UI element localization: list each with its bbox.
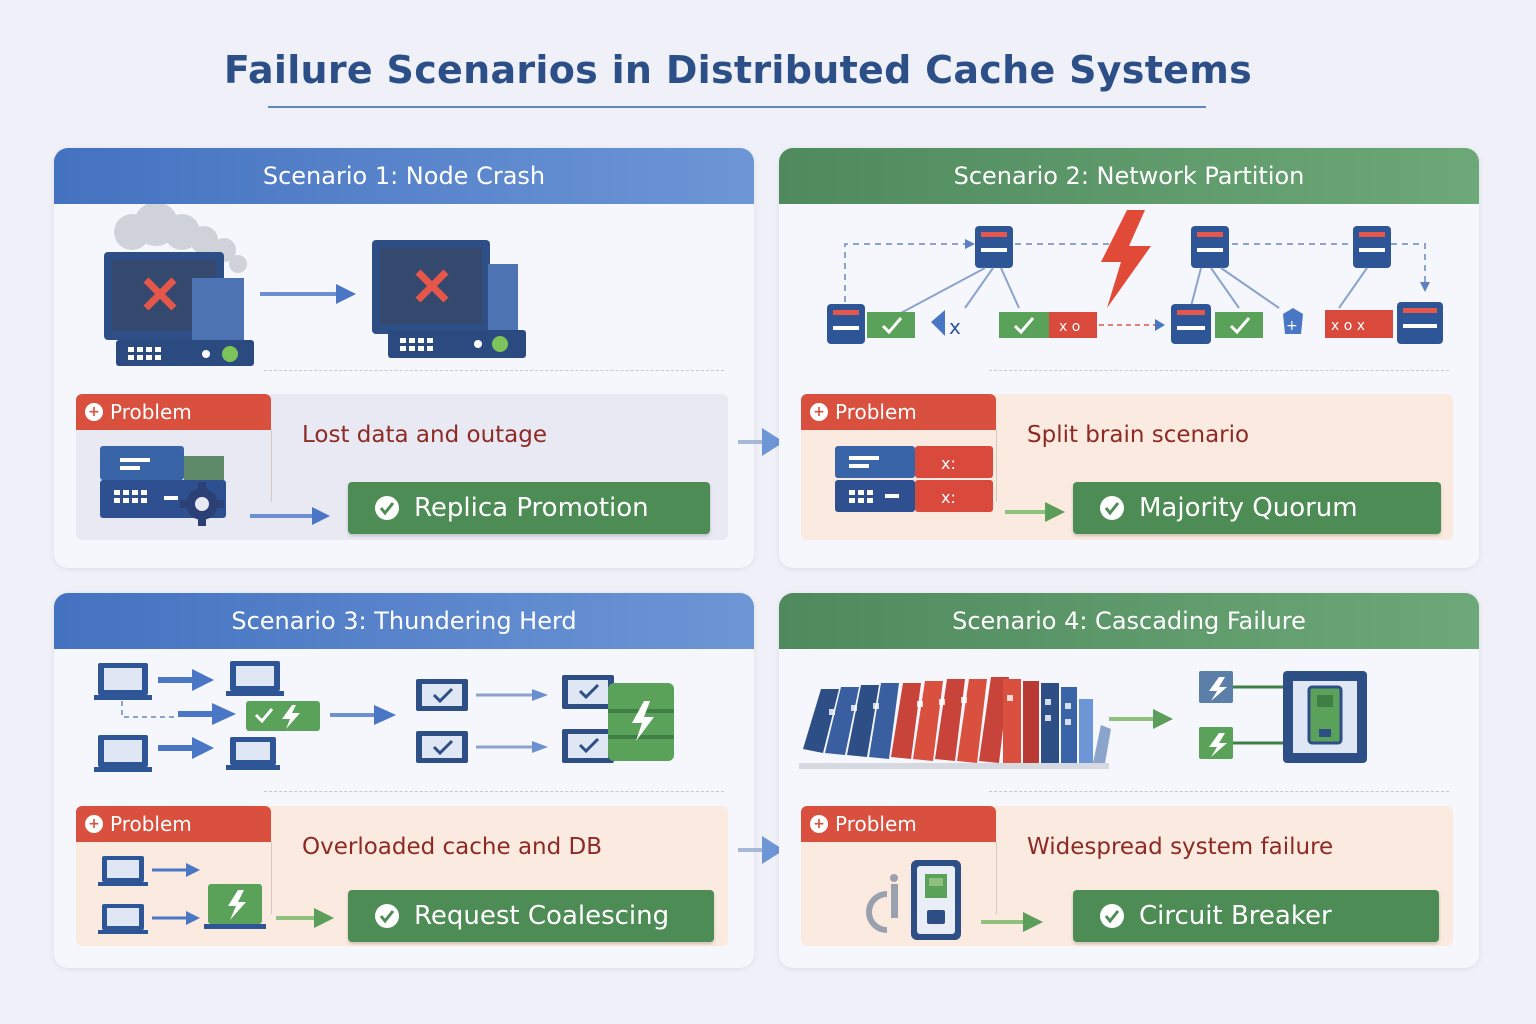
problem-tag: + Problem [76,806,271,842]
problem-text: Widespread system failure [1027,834,1334,860]
arrow-right-icon [260,284,356,304]
failed-block-icon: x o [1049,312,1097,338]
svg-text:x: x [949,315,961,339]
svg-text:+: + [1286,318,1298,334]
problem-text: Split brain scenario [1027,422,1250,448]
scenario-panel-thundering-herd: Scenario 3: Thundering Herd [54,593,754,968]
check-circle-icon [1100,904,1124,928]
cache-node-icon [827,304,865,344]
coalescing-illustration [98,856,334,934]
client-laptop-icon [226,737,280,770]
scenario-panel-node-crash: Scenario 1: Node Crash [54,148,754,568]
cache-node-icon [1171,304,1211,344]
client-laptop-icon [98,904,148,934]
failed-server-icon [372,240,526,358]
plus-circle-icon: + [85,403,103,421]
network-partition-illustration: x x o + x o x [827,210,1443,344]
lightning-bolt-icon [1101,210,1151,308]
cache-node-icon [1397,302,1443,344]
disconnected-icon: x [931,310,961,339]
client-laptop-icon [226,661,284,696]
svg-text:x:: x: [941,488,956,507]
problem-tag: + Problem [801,806,996,842]
problem-text: Lost data and outage [302,422,548,448]
healthy-block-icon [1215,312,1263,338]
overloaded-cache-icon [246,701,320,731]
problem-text: Overloaded cache and DB [302,834,603,860]
scenario-panel-cascading-failure: Scenario 4: Cascading Failure [779,593,1479,968]
cascading-failure-illustration [799,671,1367,769]
svg-text:x:: x: [941,454,956,473]
request-box-icon [416,731,468,763]
plus-circle-icon: + [810,403,828,421]
page-title: Failure Scenarios in Distributed Cache S… [223,48,1253,92]
arrow-right-icon [981,912,1043,932]
coalesced-cache-icon [204,884,266,929]
gear-icon [180,482,224,526]
failed-block-icon: x o x [1325,310,1393,338]
problem-box: + Problem Overloaded cache and DB [76,806,728,946]
plus-circle-icon: + [85,815,103,833]
title-underline [268,106,1206,108]
split-brain-illustration: x: x: [835,446,1065,522]
scenario-header: Scenario 3: Thundering Herd [54,593,754,649]
svg-text:x o x: x o x [1331,318,1365,334]
scenario-header: Scenario 1: Node Crash [54,148,754,204]
scenario-header: Scenario 4: Cascading Failure [779,593,1479,649]
check-circle-icon [375,904,399,928]
problem-box: + Problem Widespread system failure [801,806,1453,946]
problem-box: + Problem Lost data and outage [76,394,728,540]
node-crash-illustration [104,204,526,366]
svg-text:x o: x o [1059,319,1080,335]
client-laptop-icon [94,663,152,700]
crashed-server-icon [104,252,254,366]
arrow-right-icon [250,507,330,525]
solution-button-circuit-breaker[interactable]: Circuit Breaker [1073,890,1439,942]
request-box-icon [562,675,614,709]
split-server-icon: x: x: [835,446,993,512]
breaker-device-illustration [866,860,1043,940]
client-laptop-icon [94,735,152,772]
arrow-right-icon [1109,709,1173,729]
arrow-right-icon [330,705,396,725]
request-box-icon [562,729,614,763]
arrow-right-icon [738,836,784,864]
healthy-block-icon [867,312,915,338]
cache-node-icon [975,226,1013,268]
falling-dominoes-icon [799,677,1111,769]
request-box-icon [416,679,468,711]
solution-button-replica-promotion[interactable]: Replica Promotion [348,482,710,534]
arrow-right-icon [276,908,334,928]
problem-tag: + Problem [801,394,996,430]
plus-circle-icon: + [810,815,828,833]
healthy-block-icon [999,312,1049,338]
cache-node-icon [1353,226,1391,268]
cache-node-icon [1191,226,1229,268]
smoke-icon [114,204,247,273]
solution-button-request-coalescing[interactable]: Request Coalescing [348,890,714,942]
breaker-switch-icon [1199,671,1283,759]
scenario-panel-network-partition: Scenario 2: Network Partition [779,148,1479,568]
thundering-herd-illustration [94,661,674,772]
shield-plus-icon: + [1283,308,1303,334]
check-circle-icon [375,496,399,520]
power-plug-icon [866,874,898,933]
solution-button-majority-quorum[interactable]: Majority Quorum [1073,482,1441,534]
problem-tag: + Problem [76,394,271,430]
problem-box: + Problem Split brain scenario x: x: [801,394,1453,540]
circuit-breaker-icon [1283,671,1367,763]
arrow-right-icon [1005,502,1065,522]
arrow-right-icon [738,428,784,456]
check-circle-icon [1100,496,1124,520]
database-icon [608,683,674,761]
replica-servers-illustration [100,446,330,526]
breaker-device-icon [911,860,961,940]
scenario-header: Scenario 2: Network Partition [779,148,1479,204]
client-laptop-icon [98,856,148,886]
